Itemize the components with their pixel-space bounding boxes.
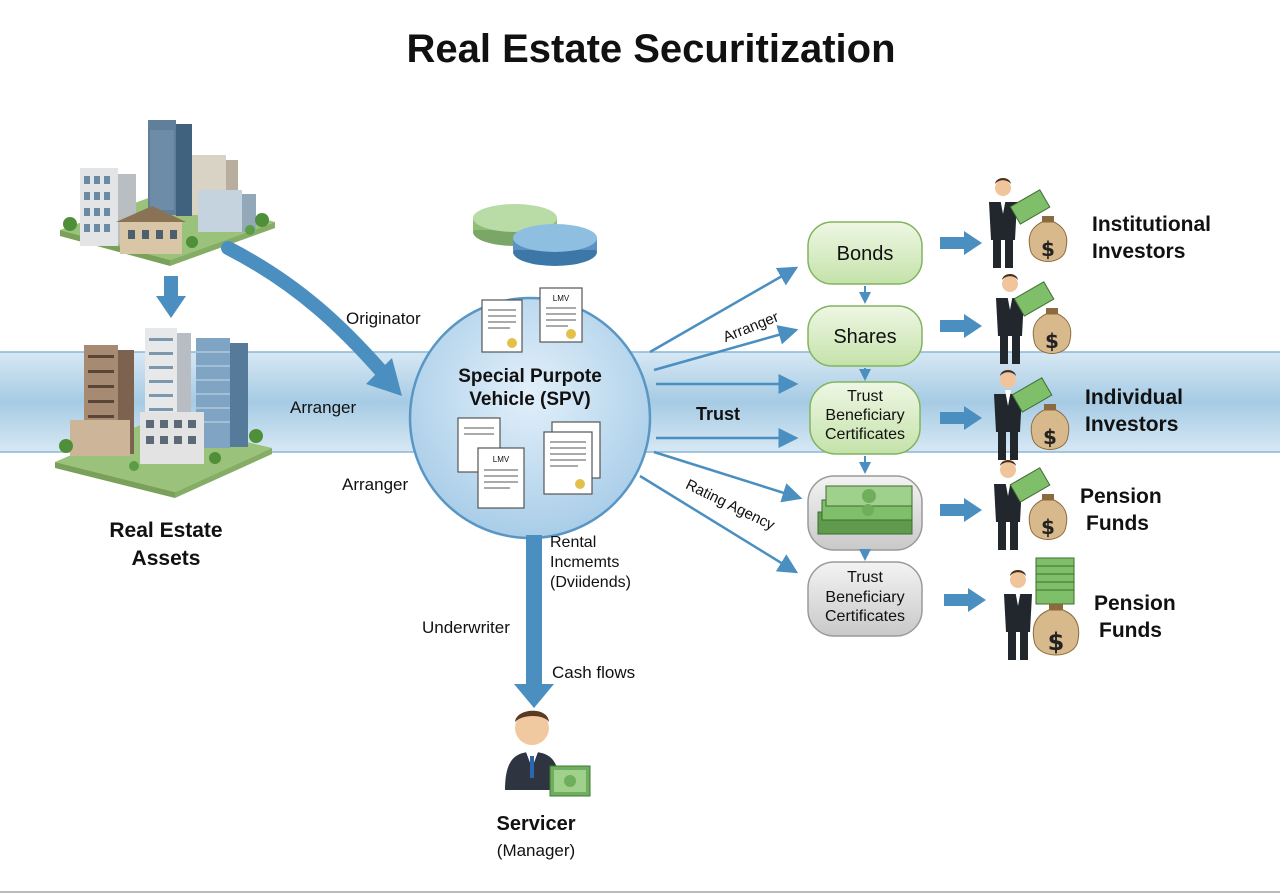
building-cluster-icon	[60, 120, 275, 266]
tbc-gray-label-1: Trust	[847, 569, 883, 586]
bonds-label: Bonds	[837, 243, 894, 265]
pension1-label-1: Pension	[1080, 485, 1162, 508]
investor-arrows	[940, 231, 986, 612]
businessman-icon	[994, 460, 1022, 550]
document-icon: LMV	[539, 287, 583, 343]
money-bag-icon: $	[1009, 467, 1068, 540]
cash-flows-arrow	[526, 535, 542, 685]
bonds-box: Bonds	[807, 221, 923, 285]
document-icon: LMV	[457, 417, 525, 509]
rating-agency-label: Rating Agency	[683, 476, 778, 534]
underwriter-label: Underwriter	[422, 618, 510, 637]
spv-circle	[408, 296, 652, 540]
spv-label-2: Vehicle (SPV)	[469, 389, 590, 410]
money-bag-icon: $	[1009, 189, 1068, 262]
trust-label: Trust	[696, 404, 740, 424]
doc-stamp-bottom: LMV	[493, 455, 510, 464]
svg-text:$: $	[1048, 628, 1065, 656]
real-estate-assets-label-1: Real Estate	[109, 519, 222, 542]
tbc-green-label-3: Certificates	[825, 426, 905, 443]
servicer-label: Servicer	[497, 813, 576, 835]
spv-to-products-arrows	[639, 266, 803, 574]
businessman-icon	[994, 370, 1022, 460]
tbc-green-label-1: Trust	[847, 388, 883, 405]
pension1-label-2: Funds	[1086, 512, 1149, 535]
shares-box: Shares	[807, 305, 923, 367]
institutional-label-2: Investors	[1092, 240, 1185, 263]
tbc-gray-label-2: Beneficiary	[825, 589, 904, 606]
arranger-diagonal-label: Arranger	[721, 308, 781, 346]
doc-stamp-top: LMV	[553, 294, 570, 303]
money-bag-icon: $	[1032, 604, 1080, 656]
money-bag-icon: $	[1011, 377, 1070, 450]
arranger-bottom-label: Arranger	[342, 475, 408, 494]
cash-stack-icon	[1035, 557, 1075, 605]
svg-text:$: $	[1041, 515, 1055, 539]
money-bag-icon: $	[1013, 281, 1072, 354]
individual-label-1: Individual	[1085, 386, 1183, 409]
businessman-icon	[996, 274, 1024, 364]
cash-stack-icon	[817, 485, 913, 535]
arranger-left-label: Arranger	[290, 398, 356, 417]
pension2-label-2: Funds	[1099, 619, 1162, 642]
document-icon	[481, 299, 523, 353]
servicer-sub-label: (Manager)	[497, 841, 575, 860]
down-arrow-icon	[156, 276, 186, 318]
cash-flows-label: Cash flows	[552, 663, 635, 682]
originator-label: Originator	[346, 309, 421, 328]
svg-text:$: $	[1043, 425, 1057, 449]
trust-certificates-gray-box: Trust Beneficiary Certificates	[807, 561, 923, 637]
database-discs-icon	[473, 204, 597, 266]
money-box	[807, 475, 923, 551]
real-estate-assets-label-2: Assets	[132, 547, 201, 570]
shares-label: Shares	[833, 326, 896, 348]
tbc-green-label-2: Beneficiary	[825, 407, 904, 424]
spv-label-1: Special Purpote	[458, 366, 602, 387]
rental-label-3: (Dviidends)	[550, 574, 631, 591]
rental-label-1: Rental	[550, 534, 596, 551]
pension2-label-1: Pension	[1094, 592, 1176, 615]
rental-label-2: Incmemts	[550, 554, 619, 571]
institutional-label-1: Institutional	[1092, 213, 1211, 236]
svg-text:$: $	[1045, 329, 1059, 353]
individual-label-2: Investors	[1085, 413, 1178, 436]
trust-certificates-green-box: Trust Beneficiary Certificates	[809, 381, 921, 455]
originator-arrow	[221, 241, 389, 379]
building-cluster-icon	[55, 328, 272, 498]
tbc-gray-label-3: Certificates	[825, 608, 905, 625]
businessman-icon	[989, 178, 1017, 268]
page-title: Real Estate Securitization	[406, 27, 895, 71]
servicer-icon	[505, 710, 591, 797]
svg-text:$: $	[1041, 237, 1055, 261]
document-icon	[543, 421, 601, 495]
businessman-icon	[1004, 570, 1032, 660]
